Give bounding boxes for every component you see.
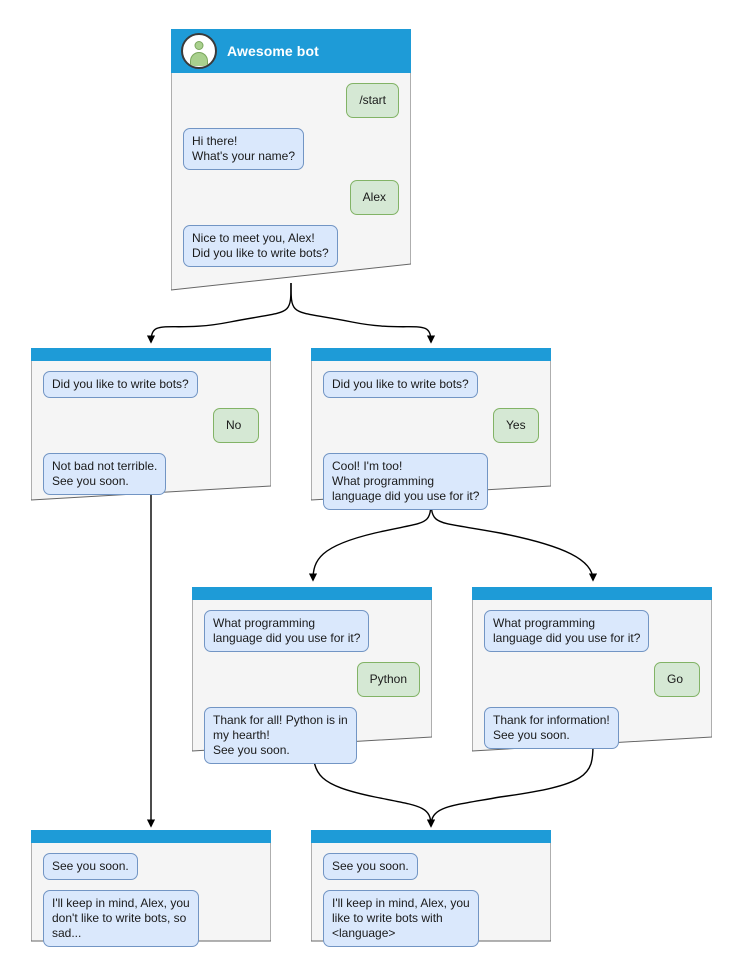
user-message-bubble: Go [654,662,700,697]
bot-message-bubble: Did you like to write bots? [323,371,478,398]
user-message-bubble: Python [356,662,420,697]
message-row: See you soon. [323,853,539,880]
bot-message-bubble: Thank for all! Python is in my hearth! S… [204,707,357,764]
chat-node-python-branch[interactable]: What programming language did you use fo… [192,587,432,764]
bot-message-bubble: I'll keep in mind, Alex, you don't like … [43,890,199,947]
node-python-branch-content: What programming language did you use fo… [192,587,432,780]
bot-message-bubble: Nice to meet you, Alex! Did you like to … [183,225,338,267]
node-end-happy-content: See you soon. I'll keep in mind, Alex, y… [311,830,551,963]
message-row: Thank for information! See you soon. [484,707,700,749]
node-yes-branch-header [311,348,551,361]
message-row: What programming language did you use fo… [484,610,700,652]
chat-node-end-happy[interactable]: See you soon. I'll keep in mind, Alex, y… [311,830,551,947]
user-avatar-icon [181,33,217,69]
node-end-happy-header [311,830,551,843]
node-python-branch-header [192,587,432,600]
node-end-happy-chat: See you soon. I'll keep in mind, Alex, y… [311,843,551,963]
chat-node-root[interactable]: Awesome bot /start Hi there! What's your… [171,29,411,291]
message-row: Did you like to write bots? [323,371,539,398]
message-row: Python [204,662,420,697]
message-row: Thank for all! Python is in my hearth! S… [204,707,420,764]
user-message-bubble: No [213,408,259,443]
node-go-branch-content: What programming language did you use fo… [472,587,712,765]
message-row: Yes [323,408,539,443]
bot-message-bubble: See you soon. [323,853,418,880]
message-row: Cool! I'm too! What programming language… [323,453,539,510]
message-row: What programming language did you use fo… [204,610,420,652]
bot-message-bubble: Thank for information! See you soon. [484,707,619,749]
message-row: Not bad not terrible. See you soon. [43,453,259,495]
edge-root-to-no [146,282,292,344]
edge-root-to-yes [290,282,436,344]
message-row: Did you like to write bots? [43,371,259,398]
chat-node-yes-branch[interactable]: Did you like to write bots? Yes Cool! I'… [311,348,551,510]
node-root-header: Awesome bot [171,29,411,73]
node-python-branch-chat: What programming language did you use fo… [192,600,432,780]
message-row: Alex [183,180,399,215]
node-root-title: Awesome bot [227,43,319,59]
node-root-content: Awesome bot /start Hi there! What's your… [171,29,411,283]
chat-node-no-branch[interactable]: Did you like to write bots? No Not bad n… [31,348,271,501]
chat-node-go-branch[interactable]: What programming language did you use fo… [472,587,712,752]
node-no-branch-content: Did you like to write bots? No Not bad n… [31,348,271,511]
node-go-branch-chat: What programming language did you use fo… [472,600,712,765]
bot-message-bubble: Did you like to write bots? [43,371,198,398]
user-message-bubble: Yes [493,408,539,443]
node-end-sad-chat: See you soon. I'll keep in mind, Alex, y… [31,843,271,963]
node-no-branch-chat: Did you like to write bots? No Not bad n… [31,361,271,511]
message-row: I'll keep in mind, Alex, you like to wri… [323,890,539,947]
message-row: Go [484,662,700,697]
node-go-branch-header [472,587,712,600]
node-yes-branch-content: Did you like to write bots? Yes Cool! I'… [311,348,551,526]
bot-message-bubble: I'll keep in mind, Alex, you like to wri… [323,890,479,947]
user-message-bubble: /start [346,83,399,118]
bot-message-bubble: Cool! I'm too! What programming language… [323,453,489,510]
bot-message-bubble: Hi there! What's your name? [183,128,305,170]
node-end-sad-content: See you soon. I'll keep in mind, Alex, y… [31,830,271,963]
bot-message-bubble: What programming language did you use fo… [204,610,370,652]
node-yes-branch-chat: Did you like to write bots? Yes Cool! I'… [311,361,551,526]
bot-message-bubble: Not bad not terrible. See you soon. [43,453,167,495]
message-row: /start [183,83,399,118]
message-row: Hi there! What's your name? [183,128,399,170]
user-message-bubble: Alex [349,180,399,215]
bot-message-bubble: What programming language did you use fo… [484,610,650,652]
message-row: Nice to meet you, Alex! Did you like to … [183,225,399,267]
message-row: I'll keep in mind, Alex, you don't like … [43,890,259,947]
message-row: See you soon. [43,853,259,880]
chat-node-end-sad[interactable]: See you soon. I'll keep in mind, Alex, y… [31,830,271,947]
node-end-sad-header [31,830,271,843]
node-root-chat: /start Hi there! What's your name? Alex … [171,73,411,283]
node-no-branch-header [31,348,271,361]
bot-message-bubble: See you soon. [43,853,138,880]
message-row: No [43,408,259,443]
